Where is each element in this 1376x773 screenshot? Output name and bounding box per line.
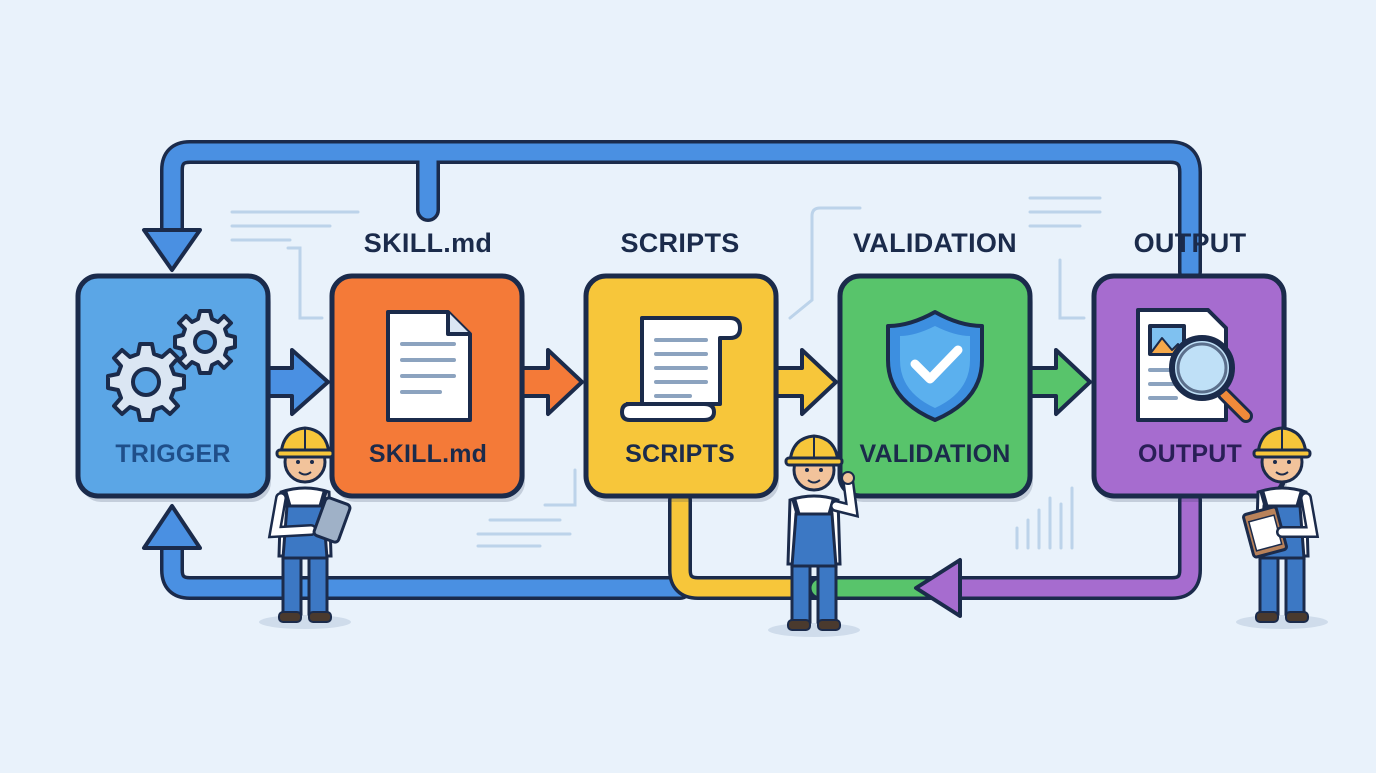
box-label-validation: VALIDATION: [859, 440, 1011, 468]
box-label-skill: SKILL.md: [368, 440, 488, 468]
decorative-lines: [230, 196, 1102, 550]
arrowhead-up-to-trigger: [142, 504, 202, 550]
arrowhead-left-return: [914, 558, 962, 618]
worker-pointing: [768, 434, 860, 637]
workers: [259, 426, 1328, 637]
worker-clipboard: [1236, 426, 1328, 629]
worker-tablet: [259, 426, 352, 629]
box-label-trigger: TRIGGER: [115, 440, 231, 468]
report-magnifier-icon: [1136, 308, 1253, 423]
stage-title-scripts: SCRIPTS: [620, 228, 740, 258]
shield-check-icon: [886, 310, 984, 422]
box-label-scripts: SCRIPTS: [625, 440, 735, 468]
stage-title-output: OUTPUT: [1133, 228, 1247, 258]
arrowhead-down-to-trigger: [142, 228, 202, 272]
arrow-skill-to-scripts: [520, 348, 584, 416]
loop-arrowheads: [142, 228, 962, 618]
stage-title-skill: SKILL.md: [363, 228, 493, 258]
connector-arrows: [264, 348, 1092, 416]
scroll-icon: [620, 316, 742, 422]
arrow-trigger-to-skill: [264, 348, 330, 416]
document-icon: [386, 310, 472, 422]
arrow-scripts-to-validation: [774, 348, 838, 416]
box-label-output: OUTPUT: [1138, 440, 1242, 468]
arrow-validation-to-output: [1028, 348, 1092, 416]
stage-title-validation: VALIDATION: [853, 228, 1017, 258]
bar-chart-icon: [1015, 486, 1074, 550]
gears-icon: [106, 309, 237, 422]
